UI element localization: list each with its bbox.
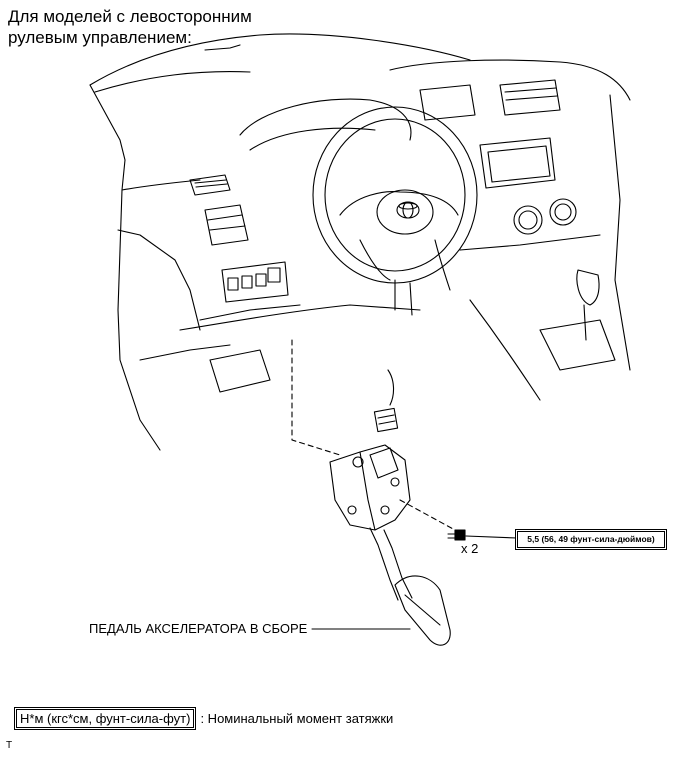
steering-hub [376,189,434,235]
accelerator-pedal-assembly [329,444,451,646]
footer-mark: T [6,740,13,751]
torque-legend: Н*м (кгс*см, фунт-сила-фут) : Номинальны… [16,709,393,728]
connector-icon [373,369,399,433]
page-title: Для моделей с левосторонним рулевым упра… [8,6,308,48]
torque-spec-box: 5,5 (56, 49 фунт-сила-дюймов) [517,531,665,548]
bolt-quantity: x 2 [461,541,479,556]
legend-units-box: Н*м (кгс*см, фунт-сила-фут) [16,709,195,728]
title-line-1: Для моделей с левосторонним [8,7,252,26]
center-console-top [389,59,631,101]
bolt-leader-dashed [399,499,456,531]
center-vent [499,79,561,116]
display-screen [479,137,556,189]
dash-top-edge [89,33,471,86]
bolt-icon [447,529,466,541]
switch-panel [221,261,289,303]
toyota-logo-icon [396,201,420,219]
gear-shifter [576,269,600,306]
torque-leader [465,535,518,539]
title-line-2: рулевым управлением: [8,28,192,47]
accelerator-pedal-label: ПЕДАЛЬ АКСЕЛЕРАТОРА В СБОРЕ [89,621,308,636]
steering-wheel-rim [312,106,478,284]
legend-description: : Номинальный момент затяжки [200,711,394,726]
dash-left-edge [89,84,126,161]
left-vent [189,174,231,196]
leader-line-dashed [291,339,341,456]
pedal-pad [394,575,451,646]
center-left-vent [204,204,249,246]
footrest [209,349,271,393]
